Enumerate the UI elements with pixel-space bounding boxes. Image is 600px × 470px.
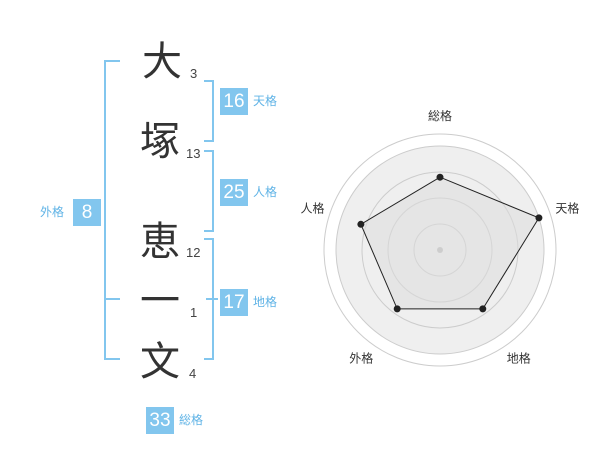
- radar-series-polygon: [360, 176, 540, 310]
- stroke-count-4: 1: [190, 305, 198, 320]
- radar-axis-label-1: 総格: [428, 110, 452, 123]
- jinkaku-value: 25: [220, 179, 248, 206]
- chikaku-value: 17: [220, 289, 248, 316]
- radar-axis-label-2: 天格: [555, 201, 579, 216]
- tenkaku-bracket: [204, 80, 214, 142]
- stroke-count-3: 12: [186, 245, 201, 260]
- radar-outer-ring: [323, 133, 557, 367]
- tenkaku-label: 天格: [253, 94, 278, 108]
- jinkaku-bracket: [204, 150, 214, 232]
- stroke-count-2: 13: [186, 146, 201, 161]
- radar-axis-label-5: 人格: [301, 201, 325, 216]
- soukaku-label: 総格: [179, 413, 204, 427]
- jinkaku-label: 人格: [253, 185, 278, 199]
- radar-point-2: [535, 214, 543, 222]
- gaikaku-label: 外格: [40, 205, 65, 219]
- tenkaku-value: 16: [220, 88, 248, 115]
- gaikaku-value: 8: [73, 199, 101, 226]
- bracket-divider-left: [104, 298, 120, 300]
- name-char-4: 一: [140, 278, 180, 324]
- name-char-3: 恵: [140, 219, 180, 265]
- soukaku-value: 33: [146, 407, 174, 434]
- name-char-2: 塚: [140, 119, 180, 165]
- bracket-divider-right: [206, 298, 218, 300]
- radar-axis-label-3: 地格: [507, 350, 531, 365]
- gaikaku-bracket: [104, 60, 120, 360]
- chikaku-label: 地格: [253, 295, 278, 309]
- radar-point-4: [393, 305, 401, 313]
- name-char-1: 大: [142, 39, 182, 85]
- radar-axis-label-4: 外格: [349, 350, 373, 365]
- radar-point-1: [436, 173, 444, 181]
- radar-point-5: [357, 220, 365, 228]
- stroke-count-5: 4: [189, 366, 197, 381]
- stroke-count-1: 3: [190, 66, 198, 81]
- radar-point-3: [479, 305, 487, 313]
- name-char-5: 文: [140, 339, 180, 385]
